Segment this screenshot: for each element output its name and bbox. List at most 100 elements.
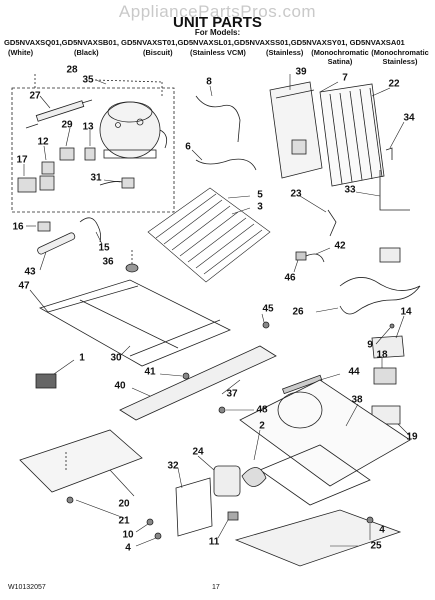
callout-13: 13: [82, 121, 94, 133]
callout-43: 43: [24, 266, 36, 278]
callout-14: 14: [400, 306, 412, 318]
callout-6: 6: [185, 141, 191, 153]
callout-35: 35: [82, 74, 94, 86]
fan-blade-2: [241, 467, 267, 487]
finish-biscuit: (Biscuit): [143, 48, 173, 57]
wire-15: [79, 217, 102, 243]
callout-8: 8: [206, 76, 212, 88]
for-models-label: For Models:: [194, 28, 241, 37]
callout-17: 17: [16, 154, 28, 166]
callout-2: 2: [259, 420, 265, 432]
finish-white: (White): [8, 48, 34, 57]
callout-27: 27: [29, 90, 41, 102]
start-device-17: [17, 177, 37, 193]
motor-24: [213, 465, 241, 497]
page-title: UNIT PARTS: [173, 14, 262, 31]
wire-42: [305, 253, 325, 263]
callout-29: 29: [61, 119, 73, 131]
callout-24: 24: [192, 446, 204, 458]
part-43: [37, 232, 76, 255]
clip-23: [327, 209, 337, 237]
control-18: [373, 367, 397, 385]
callout-47: 47: [18, 280, 30, 292]
screw-21: [66, 496, 74, 504]
grommet-36: [125, 263, 139, 273]
callout-19: 19: [406, 431, 418, 443]
tubing-6: [195, 158, 257, 171]
wire-31: [99, 181, 123, 186]
callout-11: 11: [208, 536, 220, 548]
part-16: [37, 221, 51, 232]
harness-26: [339, 277, 421, 315]
watermark: AppliancePartsPros.com: [118, 2, 317, 21]
callout-26: 26: [292, 306, 304, 318]
callout-12: 12: [37, 136, 49, 148]
callout-37: 37: [226, 388, 238, 400]
callout-46: 46: [284, 272, 296, 284]
callout-15: 15: [98, 242, 110, 254]
screw-48: [218, 406, 226, 414]
board-14: [371, 335, 405, 359]
callout-4-right: 4: [379, 524, 385, 536]
drain-pan-25: [234, 509, 402, 567]
callout-40: 40: [114, 380, 126, 392]
capacitor: [39, 175, 55, 191]
part-11: [227, 511, 239, 521]
tube-33: [379, 170, 410, 211]
callout-31: 31: [90, 172, 102, 184]
finish-stainless: (Stainless): [266, 48, 304, 57]
bracket-32: [175, 477, 213, 537]
cover-13: [84, 147, 96, 161]
callout-1: 1: [79, 352, 85, 364]
rail-40: [119, 345, 277, 421]
compressor: [99, 101, 168, 159]
finish-black: (Black): [74, 48, 99, 57]
models-line: GD5NVAXSQ01,GD5NVAXSB01, GD5NVAXST01,GD5…: [4, 38, 405, 47]
finish-stainless-vcm: (Stainless VCM): [190, 48, 246, 57]
callout-34: 34: [403, 112, 415, 124]
label-plate-1: [35, 373, 57, 389]
tubing-8: [195, 95, 241, 143]
callout-22: 22: [388, 78, 400, 90]
screw-45: [262, 321, 270, 329]
callout-38: 38: [351, 394, 363, 406]
filter-drier: [25, 99, 93, 129]
callout-4-left: 4: [125, 542, 131, 554]
part-34: [385, 147, 393, 160]
base-pan-38: [239, 379, 411, 506]
callout-30: 30: [110, 352, 122, 364]
compressor-kit-box: [11, 87, 175, 213]
screw-4b: [366, 516, 374, 524]
callout-21: 21: [118, 515, 130, 527]
finish-mono-stainless: (Monochromatic Stainless): [371, 48, 429, 66]
relay-29: [59, 147, 75, 161]
condenser-cover-7: [269, 81, 323, 179]
tray-20: [19, 429, 143, 493]
callout-44: 44: [348, 366, 360, 378]
callout-20: 20: [118, 498, 130, 510]
frame-30: [39, 279, 231, 367]
condenser-22: [319, 83, 385, 187]
screw-9: [389, 323, 395, 329]
callout-9: 9: [367, 339, 373, 351]
overload-12: [41, 161, 55, 175]
screw-4a: [154, 532, 162, 540]
condenser-grille-3: [147, 187, 271, 283]
callout-28: 28: [66, 64, 78, 76]
footer-code: W10132057: [8, 584, 46, 591]
screw-44: [282, 374, 323, 395]
callout-45: 45: [262, 303, 274, 315]
finishes-row: (White) (Black) (Biscuit) (Stainless VCM…: [0, 48, 435, 70]
callout-16: 16: [12, 221, 24, 233]
callout-32: 32: [167, 460, 179, 472]
callout-18: 18: [376, 349, 388, 361]
screw-41: [182, 372, 190, 380]
screw-10: [146, 518, 154, 526]
part-46: [295, 251, 307, 261]
callout-41: 41: [144, 366, 156, 378]
callout-7: 7: [342, 72, 348, 84]
callout-36: 36: [102, 256, 114, 268]
callout-48: 48: [256, 404, 268, 416]
callout-5: 5: [257, 189, 263, 201]
